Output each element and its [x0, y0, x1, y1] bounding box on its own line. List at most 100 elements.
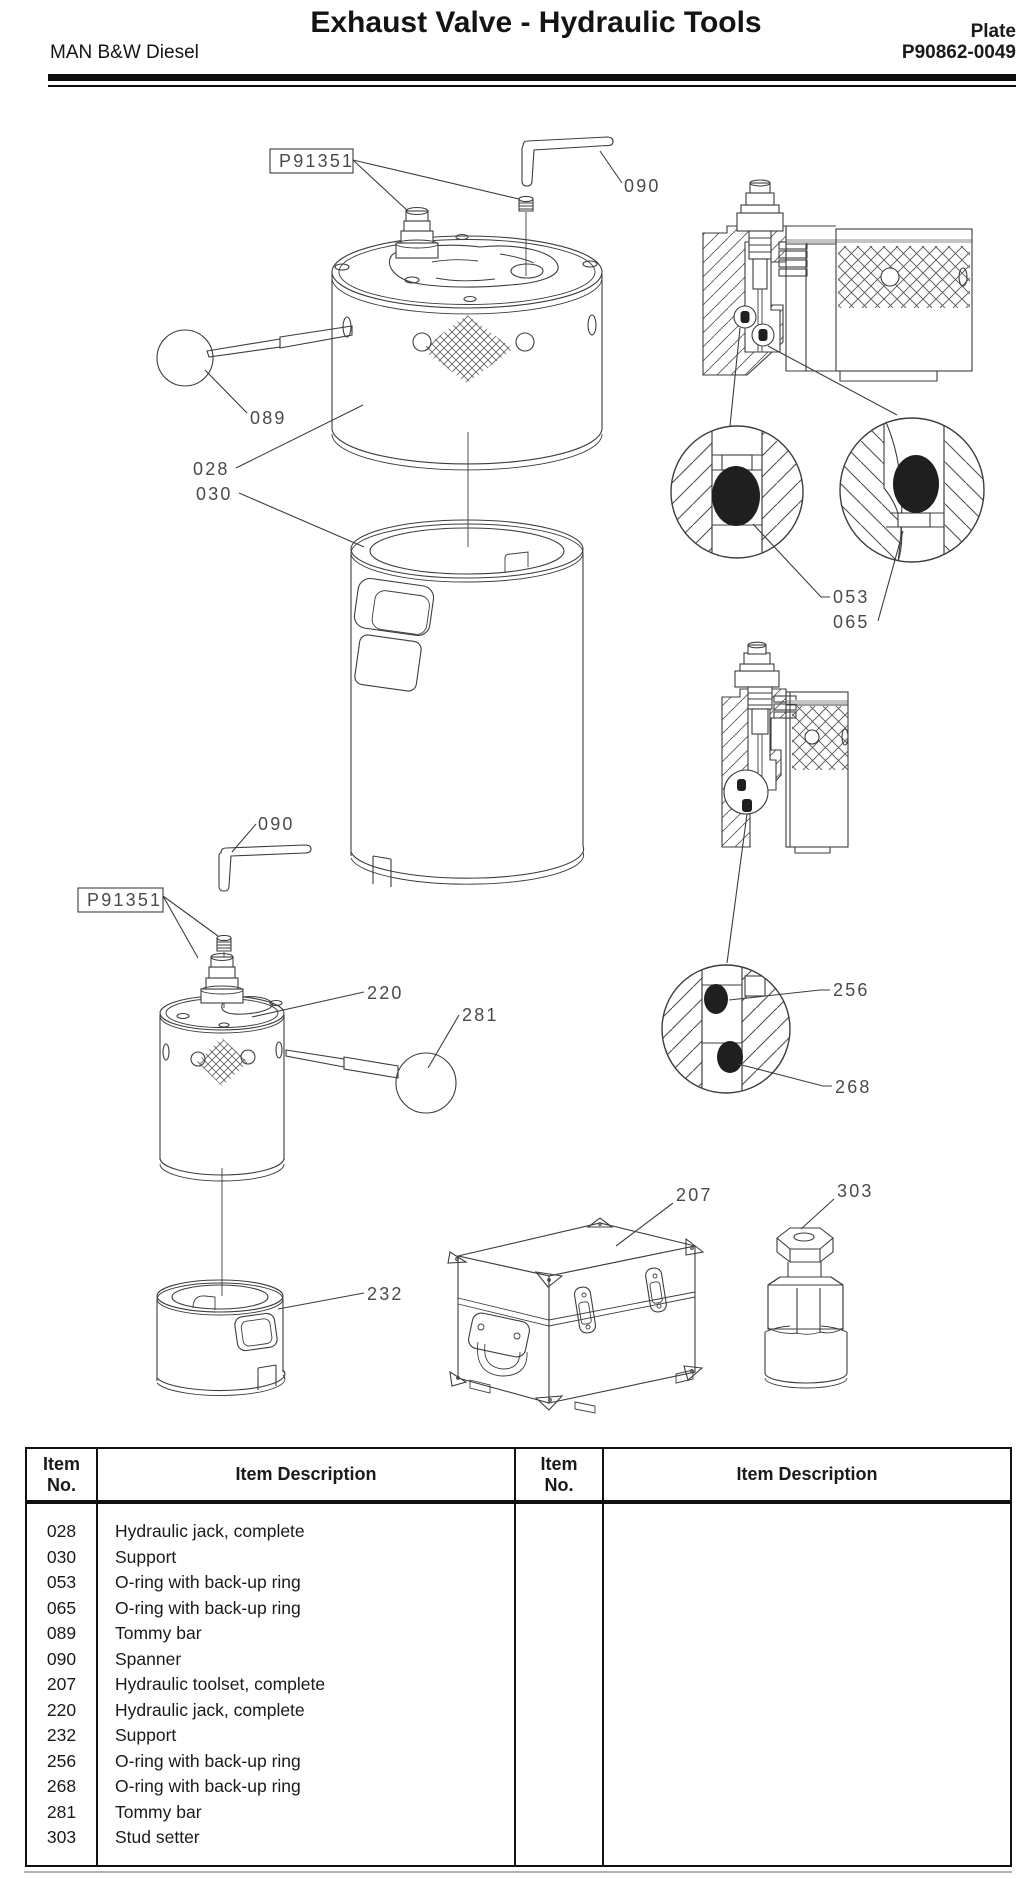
support-232-drawing	[156, 1279, 286, 1396]
detail-circle-053	[670, 425, 804, 559]
company-name: MAN B&W Diesel	[50, 42, 199, 63]
header-line: Item Description	[235, 1464, 377, 1484]
jack-220-drawing	[159, 952, 285, 1296]
leader-030	[238, 492, 365, 548]
jack-028-drawing	[331, 206, 603, 547]
item-description: Hydraulic toolset, complete	[115, 1674, 326, 1694]
header-rule-thick	[48, 74, 1016, 81]
ref-tag-top-label: P91351	[279, 151, 354, 171]
ref-box-bottom: P91351	[77, 887, 219, 959]
item-description: Tommy bar	[115, 1801, 202, 1822]
leader-ref-top-1	[352, 159, 411, 214]
table-header-description-right: Item Description	[604, 1449, 1010, 1504]
table-column-item-numbers-right-empty	[516, 1504, 604, 1865]
item-no: 065	[46, 1597, 77, 1618]
callout-jack-top: 028	[193, 459, 230, 479]
leader-232	[277, 1292, 365, 1310]
leader-089	[204, 369, 248, 414]
item-no: 303	[46, 1827, 77, 1847]
tommy-bar-089-drawing	[156, 325, 353, 414]
detail-circle-065	[839, 417, 985, 563]
leader-ref-top-2	[352, 159, 520, 200]
header-line: No.	[47, 1474, 76, 1495]
nipple-top-drawing	[395, 206, 439, 259]
callout-oring-053: 053	[833, 587, 870, 607]
detail-circle-256-268	[661, 964, 791, 1094]
stud-setter-303-drawing	[764, 1227, 848, 1389]
leader-268	[737, 1063, 832, 1087]
leader-053	[752, 523, 830, 598]
callout-oring-256: 256	[833, 980, 870, 1000]
table-underline	[24, 1871, 1012, 1873]
item-no: 090	[46, 1648, 77, 1669]
section-b-drawing	[721, 641, 849, 964]
item-description: Support	[115, 1546, 177, 1567]
header-line: Item Description	[736, 1464, 878, 1484]
toolbox-latch	[573, 1286, 597, 1334]
support-030-notch	[372, 855, 392, 887]
section-a-foot	[839, 371, 938, 382]
leader-207	[615, 1202, 674, 1247]
spanner-090-bottom-drawing	[218, 844, 312, 892]
callout-stud-setter: 303	[837, 1181, 874, 1201]
callout-oring-065: 065	[833, 612, 870, 632]
ref-box-top: P91351	[269, 148, 520, 214]
item-description: O-ring with back-up ring	[115, 1776, 301, 1796]
item-no: 220	[46, 1699, 77, 1720]
callout-support-top: 030	[196, 484, 233, 504]
item-no: 207	[46, 1674, 77, 1694]
table-column-item-numbers: 028 030 053 065 089 090 207 220 232 256 …	[27, 1504, 98, 1865]
item-description: Spanner	[115, 1648, 182, 1669]
item-no: 281	[46, 1801, 77, 1822]
leader-220	[251, 991, 365, 1018]
leader-to-detail-065	[767, 345, 898, 416]
toolbox-207-drawing	[447, 1217, 705, 1414]
item-description: Support	[115, 1725, 177, 1745]
toolbox-handle	[468, 1312, 530, 1377]
item-description: Tommy bar	[115, 1623, 202, 1643]
leader-ref-bottom-1	[162, 895, 219, 937]
table-header-item-no-right: Item No.	[516, 1449, 604, 1504]
parts-table: Item No. Item Description Item No. Item …	[25, 1447, 1012, 1867]
leader-256	[728, 989, 830, 1001]
support-232-notch	[257, 1364, 277, 1390]
item-no: 256	[46, 1750, 77, 1771]
item-description: O-ring with back-up ring	[115, 1572, 301, 1592]
ref-tag-bottom-label: P91351	[87, 890, 162, 910]
leader-065	[877, 530, 904, 622]
header-rule-thin	[48, 85, 1016, 87]
section-a-drawing	[702, 179, 973, 427]
callout-spanner-bottom: 090	[258, 814, 295, 834]
item-description: O-ring with back-up ring	[115, 1597, 301, 1618]
table-header-description-left: Item Description	[98, 1449, 516, 1504]
plate-label: Plate	[970, 21, 1016, 42]
item-no: 268	[46, 1776, 77, 1796]
tommy-bar-281-drawing	[285, 1049, 457, 1114]
item-no: 028	[46, 1521, 77, 1541]
item-description: Hydraulic jack, complete	[115, 1521, 305, 1541]
item-no: 232	[46, 1725, 77, 1745]
spanner-090-top-drawing	[521, 136, 623, 187]
header-line: Item	[42, 1453, 80, 1474]
header-line: No.	[544, 1474, 574, 1495]
page-title: Exhaust Valve - Hydraulic Tools	[310, 6, 762, 39]
leader-to-detail-053	[729, 327, 741, 427]
plate-number: P90862-0049	[901, 42, 1016, 63]
callout-support-bottom: 232	[367, 1284, 404, 1304]
leader-281	[427, 1014, 460, 1069]
plug-top-drawing	[518, 195, 534, 276]
support-030-drawing	[350, 519, 585, 887]
item-no: 030	[46, 1546, 77, 1567]
callout-tommy-bar-top: 089	[250, 408, 287, 428]
callout-toolbox: 207	[676, 1185, 713, 1205]
section-b-foot	[794, 847, 831, 854]
toolbox-latch	[645, 1267, 667, 1313]
item-description: Stud setter	[115, 1827, 200, 1847]
leader-to-detail-256	[726, 813, 748, 964]
nipple-bottom-drawing	[200, 952, 244, 1004]
callout-jack-bottom: 220	[367, 983, 404, 1003]
header-line: Item	[540, 1453, 578, 1474]
item-description: O-ring with back-up ring	[115, 1750, 301, 1771]
item-no: 089	[46, 1623, 77, 1643]
